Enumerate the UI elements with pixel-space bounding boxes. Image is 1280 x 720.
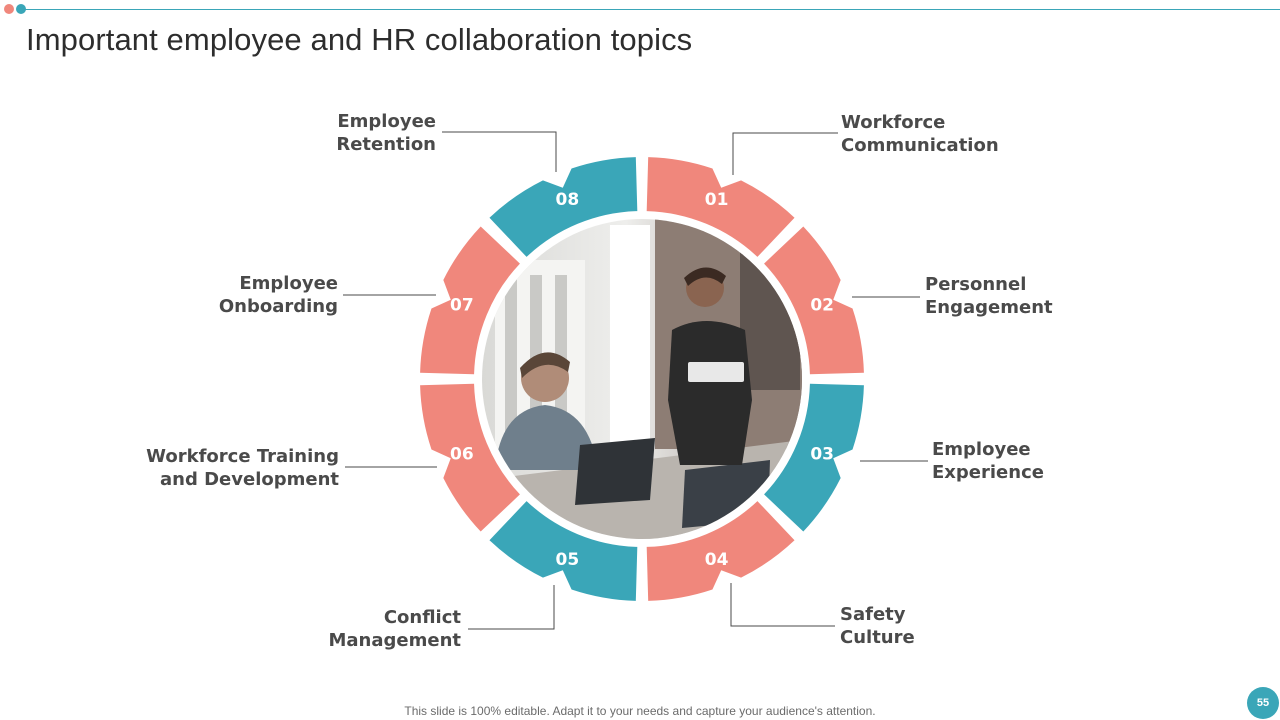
slide-title: Important employee and HR collaboration … <box>26 22 693 57</box>
footer-note: This slide is 100% editable. Adapt it to… <box>404 704 876 718</box>
segment-04 <box>646 501 795 601</box>
topic-label-line: Conflict <box>383 607 461 628</box>
segment-number-03: 03 <box>810 445 834 465</box>
topic-label-line: Safety <box>840 604 906 625</box>
segment-03 <box>764 383 864 532</box>
topic-label-line: Workforce <box>841 112 946 133</box>
connector-line-01 <box>732 132 838 175</box>
topic-label-line: Management <box>328 630 462 651</box>
topic-label-line: Onboarding <box>218 296 338 317</box>
connector-lines <box>343 131 928 630</box>
segment-07 <box>420 226 520 375</box>
segment-ring: 01 02 03 04 05 06 07 08 <box>420 157 864 601</box>
connector-line-05 <box>468 585 555 630</box>
topic-label-line: Retention <box>336 134 436 155</box>
segment-number-04: 04 <box>705 550 729 570</box>
segment-number-02: 02 <box>810 295 834 315</box>
segment-05 <box>489 501 638 601</box>
center-photo <box>482 219 802 539</box>
topic-label-line: Personnel <box>925 274 1027 295</box>
segment-number-06: 06 <box>450 445 474 465</box>
topic-label-line: Communication <box>841 135 999 156</box>
topic-label-line: and Development <box>159 469 339 490</box>
segment-02 <box>764 226 864 375</box>
topic-label-line: Experience <box>932 462 1044 483</box>
segment-number-08: 08 <box>556 190 580 210</box>
topic-label-line: Employee <box>932 439 1031 460</box>
decor-dot-coral <box>4 4 14 14</box>
segment-06 <box>420 383 520 532</box>
segment-number-05: 05 <box>556 550 580 570</box>
topic-label-line: Employee <box>337 111 436 132</box>
connector-line-04 <box>730 583 835 627</box>
header-rule <box>22 9 1280 10</box>
topic-label-line: Workforce Training <box>146 446 339 467</box>
connector-line-08 <box>442 131 557 172</box>
segment-number-07: 07 <box>450 295 474 315</box>
segment-number-01: 01 <box>705 190 729 210</box>
topic-label-line: Engagement <box>925 297 1053 318</box>
segment-08 <box>489 157 638 257</box>
page-number-badge: 55 <box>1247 687 1279 719</box>
topic-label-line: Culture <box>840 627 915 648</box>
decor-dot-teal <box>16 4 26 14</box>
topic-label-line: Employee <box>239 273 338 294</box>
segment-01 <box>646 157 795 257</box>
